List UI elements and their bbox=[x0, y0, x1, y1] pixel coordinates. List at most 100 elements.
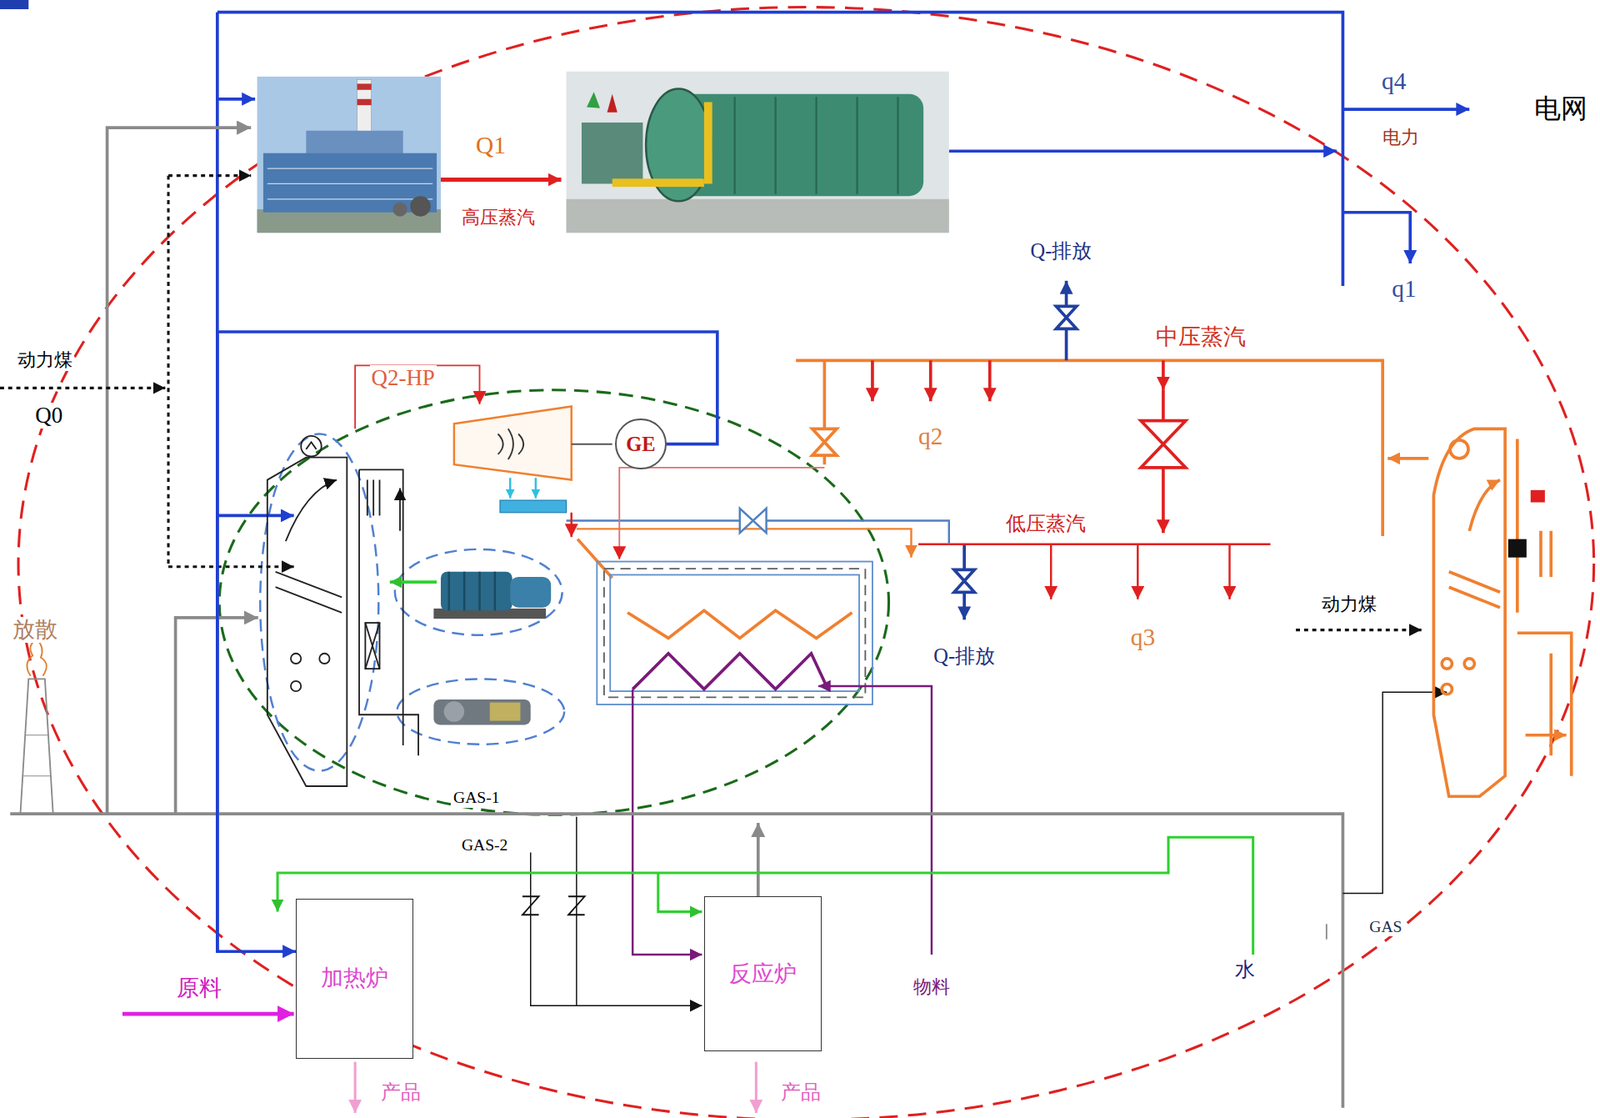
label-text: 低压蒸汽 bbox=[1004, 511, 1088, 535]
feed-label: 原料 bbox=[175, 975, 224, 1001]
power-plant-photo bbox=[257, 76, 441, 233]
label-text: 动力煤 bbox=[1320, 593, 1379, 615]
steam-user-arrow bbox=[870, 360, 875, 401]
flare-label: 放散 bbox=[10, 616, 60, 643]
boiler-outline bbox=[367, 480, 380, 516]
coal-line bbox=[0, 386, 165, 390]
product-label: 产品 bbox=[379, 1080, 423, 1104]
gas-branch-line bbox=[575, 816, 577, 1006]
power-plant-photo bbox=[410, 195, 430, 216]
label-text: Q1 bbox=[474, 131, 508, 160]
pump-photo bbox=[390, 571, 551, 619]
boiler-outline bbox=[267, 435, 419, 786]
low-pressure-header bbox=[918, 543, 1270, 545]
flow-symbol: q2 bbox=[916, 422, 945, 451]
pump-photo bbox=[440, 571, 513, 611]
heat-exchanger bbox=[610, 574, 860, 691]
boiler-outline bbox=[359, 469, 419, 755]
steam-turbine-photo bbox=[586, 91, 600, 109]
turbine-exhaust-line bbox=[570, 512, 572, 537]
turbine-exhaust-line bbox=[577, 539, 613, 579]
flow-symbol: Q1 bbox=[474, 131, 508, 160]
fuel-gas-line bbox=[1325, 923, 1328, 939]
label-text: GAS-1 bbox=[451, 788, 501, 808]
heat-exchanger bbox=[632, 653, 827, 690]
label-text: GAS-2 bbox=[460, 835, 510, 855]
gas-branch-line bbox=[522, 895, 585, 915]
steam-turbine-photo bbox=[607, 94, 618, 113]
coal-line bbox=[168, 174, 251, 177]
power-plant-photo bbox=[357, 99, 372, 105]
vent-label: Q-排放 bbox=[931, 644, 997, 668]
vent-valve bbox=[954, 569, 975, 592]
reaction-furnace-box: 反应炉 bbox=[704, 895, 822, 1051]
feed-product-arrow bbox=[122, 1013, 756, 1113]
fuel-gas-line bbox=[107, 127, 252, 814]
label-text: q1 bbox=[1390, 275, 1418, 304]
coal-line bbox=[1295, 628, 1422, 631]
steam-user-arrow bbox=[988, 360, 992, 401]
flare-stack bbox=[26, 639, 46, 676]
power-plant-photo bbox=[267, 168, 433, 200]
label-text: 放散 bbox=[10, 616, 60, 643]
label-text: 物料 bbox=[911, 975, 952, 997]
boiler-outline bbox=[365, 622, 380, 669]
water-label: 水 bbox=[1233, 957, 1257, 981]
feed-product-arrow bbox=[122, 1011, 295, 1016]
label-text: Q-排放 bbox=[931, 644, 997, 668]
fuel-label: 动力煤 bbox=[1320, 593, 1379, 615]
gas-turbine-symbol bbox=[571, 443, 613, 445]
fuel-label: 动力煤 bbox=[15, 349, 75, 371]
boiler-outline bbox=[365, 622, 380, 669]
power-line bbox=[217, 12, 1470, 952]
vent-valve bbox=[954, 280, 1077, 620]
heading-bar bbox=[0, 0, 29, 10]
equipment-ellipse bbox=[260, 433, 565, 770]
gas-branch-line bbox=[1342, 691, 1447, 893]
equipment-ellipse bbox=[260, 433, 379, 770]
product-label: 产品 bbox=[779, 1080, 823, 1104]
steam-turbine-photo bbox=[673, 94, 924, 196]
steam-turbine-photo bbox=[704, 101, 713, 184]
flare-stack bbox=[20, 639, 53, 814]
coal-boiler-outline bbox=[1464, 658, 1475, 669]
heat-exchanger bbox=[604, 568, 865, 697]
steam-turbine-photo bbox=[612, 178, 705, 187]
boiler-outline bbox=[285, 480, 337, 541]
pump-photo bbox=[390, 580, 437, 584]
steam-turbine-photo bbox=[566, 199, 950, 233]
gas-turbine-symbol bbox=[498, 428, 525, 460]
power-line bbox=[217, 514, 295, 518]
system-boundary-ellipse bbox=[18, 7, 1595, 1118]
material-label: 物料 bbox=[911, 975, 952, 998]
power-connector bbox=[217, 331, 718, 951]
turbine-exhaust-line bbox=[509, 477, 511, 498]
gas-turbine-symbol bbox=[355, 365, 613, 480]
high-pressure-steam-arrow bbox=[440, 177, 561, 182]
vent-valve bbox=[1055, 305, 1076, 329]
label-text: 水 bbox=[1233, 957, 1257, 981]
boiler-outline bbox=[319, 653, 330, 664]
label-text: Q0 bbox=[33, 402, 65, 429]
equipment-ellipse bbox=[396, 678, 565, 744]
medium-pressure-header bbox=[795, 360, 1429, 536]
turbine-exhaust-line bbox=[535, 477, 537, 498]
flow-symbol: Q2-HP bbox=[370, 365, 437, 391]
boiler-outline bbox=[300, 435, 321, 456]
low-pressure-header bbox=[918, 544, 1270, 600]
steam-turbine-photo bbox=[566, 71, 950, 233]
power-line bbox=[217, 97, 255, 101]
header-label: 中压蒸汽 bbox=[1154, 324, 1248, 350]
coal-boiler-outline bbox=[1508, 539, 1527, 558]
gas-label: GAS bbox=[1367, 917, 1404, 937]
low-pressure-header bbox=[1136, 544, 1139, 600]
label-text: q2 bbox=[916, 422, 945, 451]
heating-furnace-box: 加热炉 bbox=[295, 898, 414, 1059]
coal-boiler-outline bbox=[1441, 684, 1452, 695]
steam-user-arrow bbox=[929, 360, 933, 401]
label-text: 产品 bbox=[379, 1080, 423, 1104]
generator-circle: GE bbox=[615, 418, 666, 470]
node-text: GE bbox=[625, 432, 655, 456]
gas-branch-line bbox=[530, 852, 703, 1006]
